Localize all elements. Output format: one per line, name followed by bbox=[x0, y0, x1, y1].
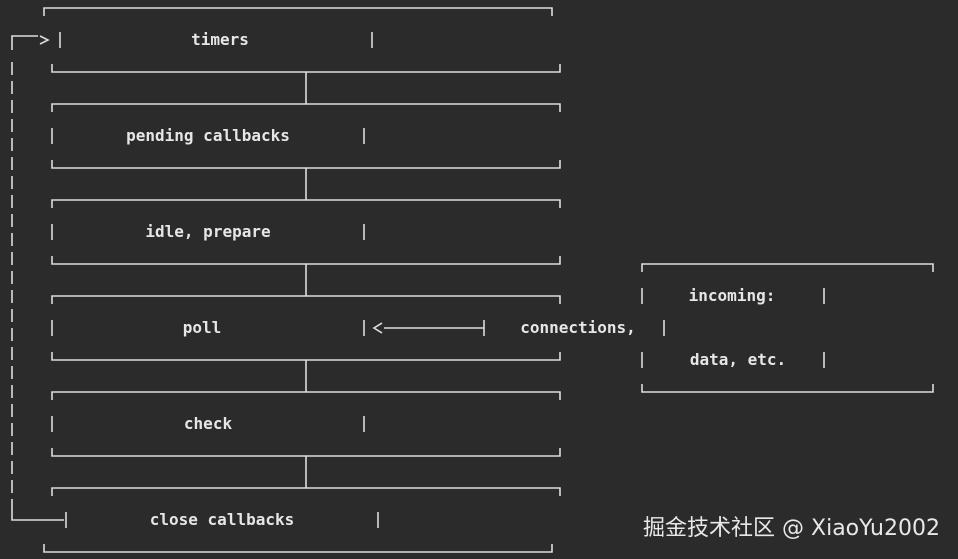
phase-label-check: check bbox=[183, 414, 233, 433]
phase-box-close-callbacks bbox=[43, 487, 561, 553]
phase-box-idle-prepare bbox=[51, 199, 561, 265]
phase-box-timers bbox=[43, 7, 561, 73]
incoming-box bbox=[641, 263, 934, 393]
phase-label-close-callbacks: close callbacks bbox=[149, 510, 295, 529]
phase-label-pending-callbacks: pending callbacks bbox=[126, 126, 290, 145]
phase-label-timers: timers bbox=[191, 30, 249, 49]
loop-back-line bbox=[11, 35, 64, 521]
incoming-arrow bbox=[372, 320, 485, 336]
phase-label-idle-prepare: idle, prepare bbox=[145, 222, 271, 241]
phase-label-poll: poll bbox=[182, 318, 222, 337]
watermark: 掘金技术社区 @ XiaoYu2002 bbox=[643, 516, 940, 541]
incoming-label-line2: connections, bbox=[520, 318, 636, 337]
incoming-label-line1: incoming: bbox=[688, 286, 776, 305]
incoming-label-line3: data, etc. bbox=[689, 350, 787, 369]
phase-box-check bbox=[51, 391, 561, 457]
